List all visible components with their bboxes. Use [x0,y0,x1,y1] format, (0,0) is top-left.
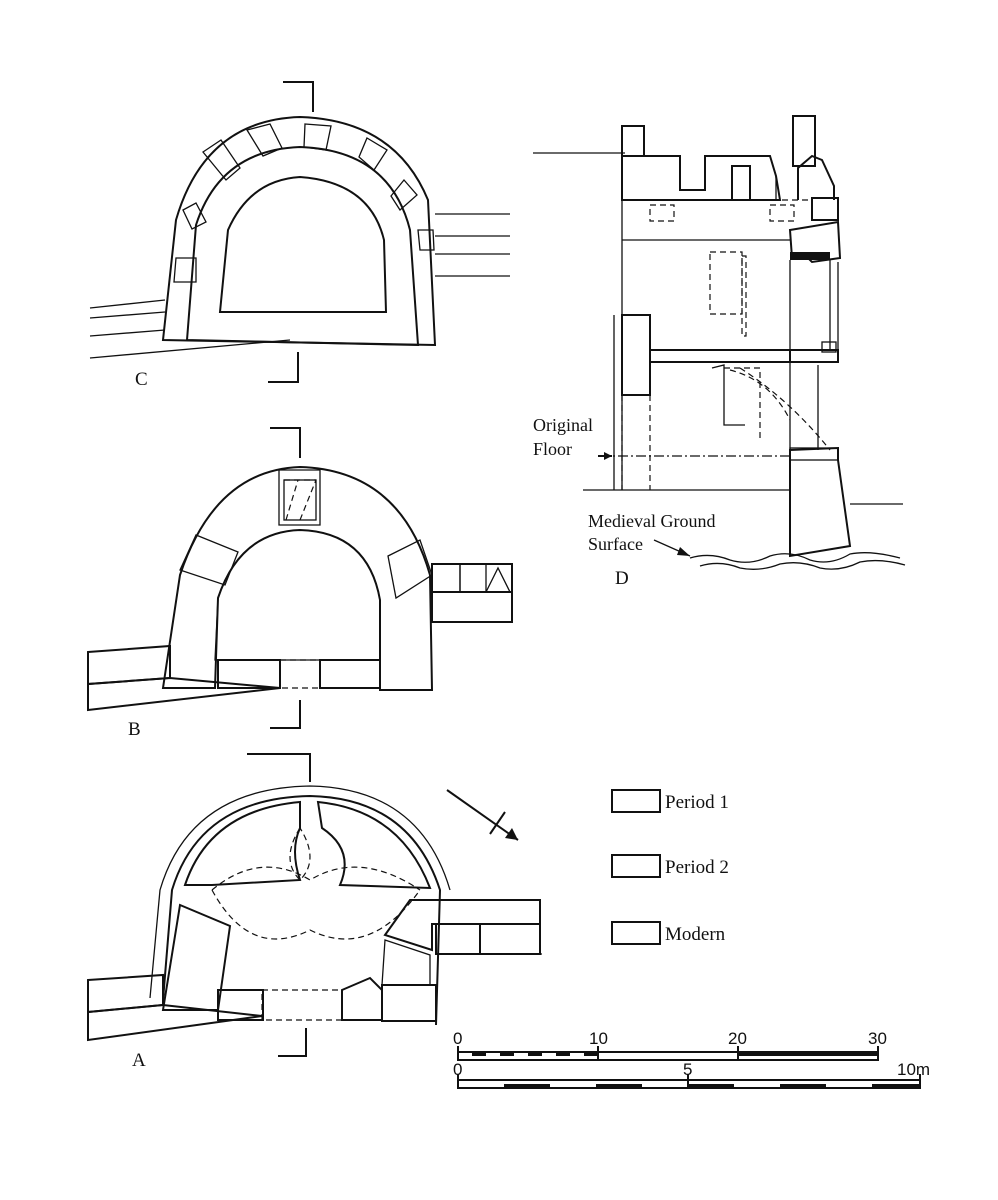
plan-b: B [87,427,513,740]
section-d-label: D [615,568,629,589]
scale-feet-tick-10: 10 [589,1029,608,1048]
ground-surface-label: Medieval Ground [588,511,715,531]
original-floor-label-2: Floor [533,439,572,459]
section-marker-top [247,753,311,782]
section-marker-bottom [270,700,301,729]
scale-metres-tick-5: 5 [683,1060,692,1079]
scale-feet-tick-30: 30 [868,1029,887,1048]
scale-bar-feet: 0 10 20 30 [453,1029,887,1061]
plan-a: A [87,753,545,1071]
section-marker-top [270,427,301,458]
legend-label-period-2: Period 2 [665,857,729,878]
section-marker-top [283,81,314,112]
legend-swatch-period-1 [611,789,661,813]
interior-void [218,175,388,313]
legend-swatch-period-2 [611,854,661,878]
section-d: Original Floor Medieval Ground Surface D [533,115,906,589]
section-marker-bottom [268,352,299,383]
outer-wall-period-2 [161,115,437,347]
section-marker-bottom [278,1028,307,1057]
plan-a-label: A [132,1050,146,1071]
legend-label-modern: Modern [665,924,726,945]
modern-lining [185,145,420,347]
scale-feet-tick-20: 20 [728,1029,747,1048]
plan-c: C [89,81,510,390]
plan-c-label: C [135,369,148,390]
legend-label-period-1: Period 1 [665,792,729,813]
scale-feet-tick-0: 0 [453,1029,462,1048]
scale-bar-metres: 0 5 10m [453,1060,930,1089]
north-arrow-icon [446,789,519,841]
plan-b-label: B [128,719,141,740]
scale-metres-tick-0: 0 [453,1060,462,1079]
legend-swatch-modern [611,921,661,945]
ground-surface-label-2: Surface [588,534,643,554]
legend: Period 1 Period 2 Modern [611,789,729,945]
scale-metres-tick-10: 10m [897,1060,930,1079]
original-floor-label: Original [533,415,593,435]
